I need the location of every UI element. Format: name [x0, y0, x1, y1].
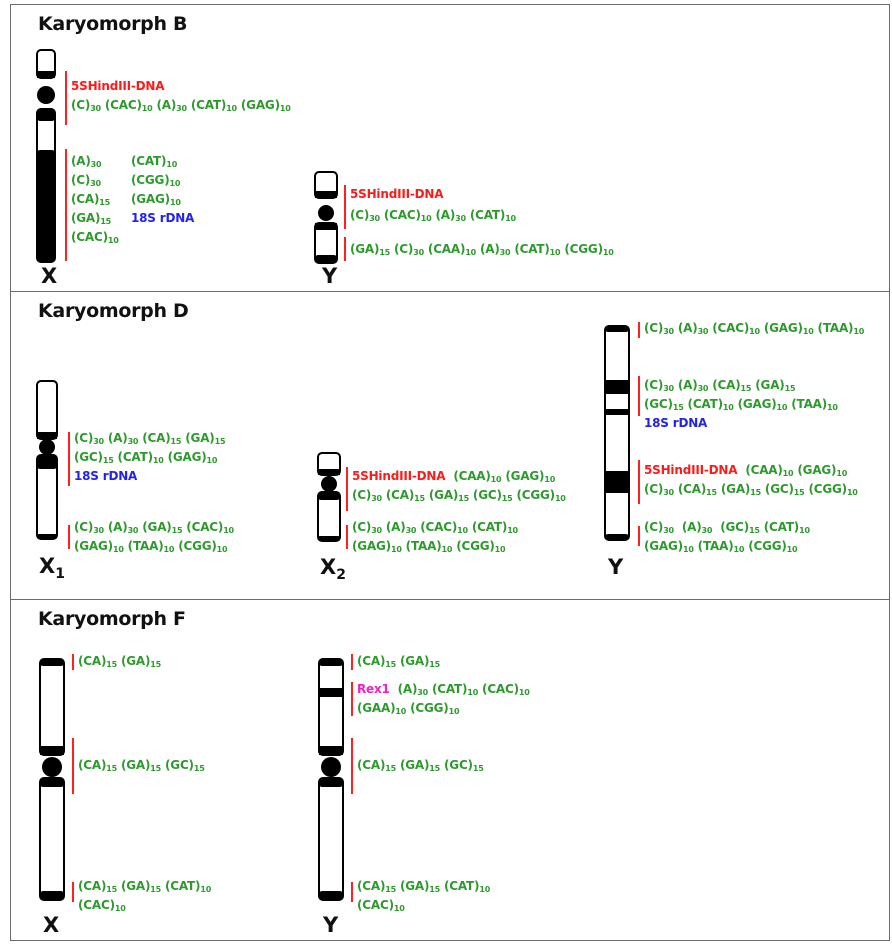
probe-bar	[72, 654, 74, 670]
chromosome-y	[314, 171, 338, 264]
probe-bar	[72, 738, 74, 794]
panel-title: Karyomorph D	[38, 300, 189, 322]
probe-annotation: Rex1 (A)30 (CAT)10 (CAC)10(GAA)10 (CGG)1…	[357, 682, 530, 716]
probe-bar	[638, 526, 640, 546]
probe-bar	[68, 525, 70, 549]
probe-annotation: (C)30 (A)30 (CA)15 (GA)15(GC)15 (CAT)10 …	[644, 378, 838, 430]
probe-bar	[344, 185, 346, 229]
chromosome-label: Y	[322, 264, 338, 288]
chromosome-x	[39, 658, 65, 901]
probe-bar	[351, 682, 353, 716]
panel-karyomorph-f: Karyomorph F X (CA)15 (GA)15 (CA)15 (GA)…	[10, 599, 890, 941]
probe-annotation: (C)30 (A)30 (GA)15 (CAC)10(GAG)10 (TAA)1…	[74, 520, 234, 554]
probe-annotation: 5SHindIII-DNA	[350, 187, 444, 201]
probe-annotation: (C)30 (A)30 (CAC)10 (GAG)10 (TAA)10	[644, 321, 865, 336]
chromosome-y	[318, 658, 344, 901]
probe-annotation: (CA)15 (GA)15	[357, 654, 441, 669]
probe-bar	[346, 467, 348, 511]
probe-annotation: 5SHindIII-DNA (CAA)10 (GAG)10(C)30 (CA)1…	[644, 463, 858, 497]
panel-title: Karyomorph B	[38, 13, 188, 35]
probe-annotation: (C)30 (A)30 (CAC)10 (CAT)10(GAG)10 (TAA)…	[352, 520, 518, 554]
probe-bar	[351, 882, 353, 902]
chromosome-label: X2	[320, 555, 346, 584]
chromosome-label: X	[41, 264, 58, 288]
chromosome-label: Y	[323, 913, 339, 937]
probe-annotation: (CA)15 (GA)15 (CAT)10(CAC)10	[78, 879, 212, 913]
probe-bar	[65, 149, 67, 261]
probe-bar	[638, 322, 640, 338]
probe-annotation: (C)30 (CAC)10 (A)30 (CAT)10	[350, 208, 516, 223]
probe-annotation: (CA)15 (GA)15	[78, 654, 162, 669]
chromosome-label: X1	[39, 554, 65, 583]
chromosome-label: Y	[608, 555, 624, 579]
probe-bar	[65, 71, 67, 125]
probe-annotation: 5SHindIII-DNA (CAA)10 (GAG)10(C)30 (CA)1…	[352, 469, 566, 503]
panel-title: Karyomorph F	[38, 608, 186, 630]
panel-karyomorph-d: Karyomorph D X1 (C)30 (A)30 (CA)15 (GA)1…	[10, 291, 890, 600]
probe-annotation: 5SHindIII-DNA	[71, 79, 165, 93]
probe-bar	[344, 237, 346, 261]
probe-annotation: (C)30 (A)30 (CA)15 (GA)15(GC)15 (CAT)10 …	[74, 431, 226, 483]
probe-bar	[68, 432, 70, 486]
probe-bar	[351, 738, 353, 794]
chromosome-label: X	[43, 913, 60, 937]
chromosome-x1	[36, 380, 58, 540]
probe-annotation: (GA)15 (C)30 (CAA)10 (A)30 (CAT)10 (CGG)…	[350, 242, 614, 257]
probe-annotation: (CA)15 (GA)15 (GC)15	[78, 758, 205, 773]
chromosome-y	[604, 325, 630, 541]
probe-bar	[638, 460, 640, 504]
probe-annotation: (C)30 (A)30 (GC)15 (CAT)10(GAG)10 (TAA)1…	[644, 520, 810, 554]
probe-annotation: (A)30(C)30(CA)15(GA)15(CAC)10	[71, 154, 119, 245]
probe-bar	[351, 654, 353, 670]
probe-bar	[638, 376, 640, 416]
chromosome-x	[36, 49, 56, 263]
probe-annotation: (C)30 (CAC)10 (A)30 (CAT)10 (GAG)10	[71, 98, 291, 113]
panel-karyomorph-b: Karyomorph B X 5SHindIII-DNA (C)30 (CAC)…	[10, 4, 890, 292]
probe-bar	[72, 882, 74, 902]
probe-annotation: (CA)15 (GA)15 (CAT)10(CAC)10	[357, 879, 491, 913]
chromosome-x2	[317, 452, 341, 542]
probe-annotation: (CA)15 (GA)15 (GC)15	[357, 758, 484, 773]
probe-bar	[346, 525, 348, 549]
